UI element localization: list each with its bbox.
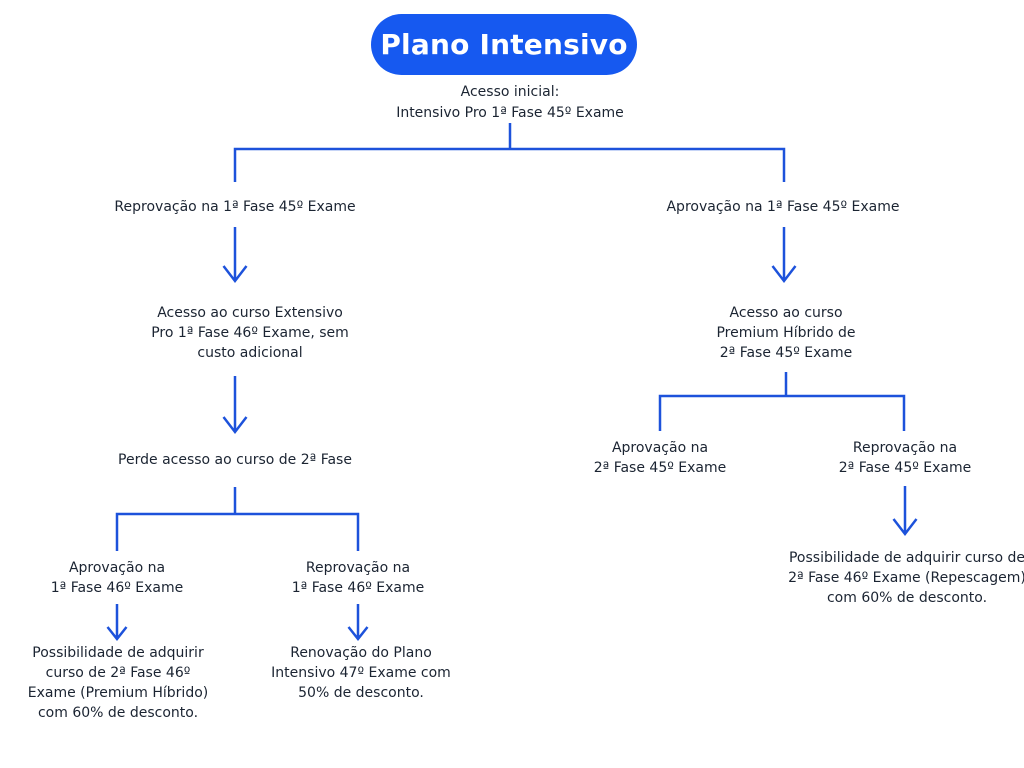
title-pill: Plano Intensivo: [371, 14, 637, 75]
arrow-down-icon: [771, 227, 797, 284]
node-pass-phase1-45: Aprovação na 1ª Fase 45º Exame: [666, 199, 900, 215]
node-initial-access: Acesso inicial: Intensivo Pro 1ª Fase 45…: [396, 84, 624, 121]
arrow-down-icon: [222, 227, 248, 284]
connector-level2-left-split: [115, 512, 360, 551]
arrow-down-icon: [222, 376, 248, 435]
node-fail-phase1-46: Reprovação na 1ª Fase 46º Exame: [291, 560, 425, 596]
node-fail-phase2-45-outcome: Possibilidade de adquirir curso de 2ª Fa…: [788, 550, 1024, 606]
page-title: Plano Intensivo: [380, 28, 628, 61]
arrow-down-icon: [892, 486, 918, 537]
node-fail-phase1-46-outcome: Renovação do Plano Intensivo 47º Exame c…: [271, 645, 451, 701]
arrow-down-icon: [106, 604, 128, 642]
node-fail-phase1-45: Reprovação na 1ª Fase 45º Exame: [114, 199, 356, 215]
node-lose-phase2-access: Perde acesso ao curso de 2ª Fase: [118, 452, 352, 468]
node-fail-phase2-45: Reprovação na 2ª Fase 45º Exame: [838, 440, 972, 476]
connector-level1-split: [233, 147, 786, 182]
node-premium-access: Acesso ao curso Premium Híbrido de 2ª Fa…: [716, 305, 856, 361]
node-pass-phase1-46: Aprovação na 1ª Fase 46º Exame: [50, 560, 184, 596]
node-pass-phase1-46-outcome: Possibilidade de adquirir curso de 2ª Fa…: [27, 645, 209, 721]
node-extensivo-access: Acesso ao curso Extensivo Pro 1ª Fase 46…: [151, 305, 349, 361]
node-pass-phase2-45: Aprovação na 2ª Fase 45º Exame: [593, 440, 727, 476]
arrow-down-icon: [347, 604, 369, 642]
connector-level2-right-split: [658, 394, 906, 431]
